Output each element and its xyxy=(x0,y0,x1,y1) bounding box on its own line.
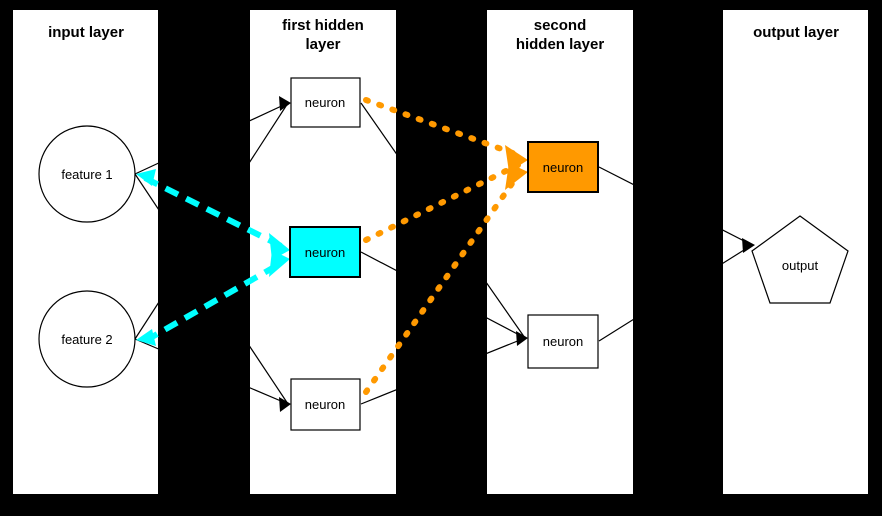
node-hidden1-top[interactable]: neuron xyxy=(290,77,361,128)
edge-orange-h1c-h2a xyxy=(363,172,521,395)
hidden1-top-label: neuron xyxy=(305,95,345,110)
edge-cyan-feature2-h1b xyxy=(143,259,285,344)
edge-orange-h1a-h2a xyxy=(363,97,521,158)
hidden1-middle-box[interactable] xyxy=(289,226,361,278)
node-feature-1[interactable]: feature 1 xyxy=(38,125,136,223)
output-pentagon[interactable] xyxy=(751,215,849,304)
arrowhead-h2b-in xyxy=(516,331,528,346)
layer-edges-cyan xyxy=(136,169,290,346)
panel-hidden2 xyxy=(487,10,633,494)
panel-input xyxy=(13,10,158,494)
title-hidden1-line2: layer xyxy=(305,36,340,53)
title-hidden1-line1: first hidden xyxy=(282,17,364,34)
node-output[interactable]: output xyxy=(751,215,849,304)
hidden2-bottom-label: neuron xyxy=(543,334,583,349)
hidden1-top-box[interactable] xyxy=(290,77,361,128)
edge-orange-h1b-h2a xyxy=(363,162,521,243)
arrowhead-cyan-h1b-bottom xyxy=(269,250,290,277)
arrowhead-cyan-feature1 xyxy=(136,169,156,186)
title-hidden2-line2: hidden layer xyxy=(516,36,605,53)
layer-edges-orange xyxy=(363,97,528,395)
title-hidden2-line1: second xyxy=(534,17,587,34)
hidden1-bottom-box[interactable] xyxy=(290,378,361,431)
feature-1-circle[interactable] xyxy=(38,125,136,223)
node-hidden2-top-highlighted[interactable]: neuron xyxy=(527,141,599,193)
output-label: output xyxy=(782,258,819,273)
arrowhead-output-in xyxy=(742,238,755,253)
title-input-layer: input layer xyxy=(48,24,124,41)
node-hidden2-bottom[interactable]: neuron xyxy=(527,314,599,369)
layer-nodes: feature 1 feature 2 neuron neuron neuron… xyxy=(38,77,849,431)
hidden2-top-label: neuron xyxy=(543,160,583,175)
hidden2-bottom-box[interactable] xyxy=(527,314,599,369)
hidden1-middle-label: neuron xyxy=(305,245,345,260)
arrowhead-h1a-in xyxy=(279,96,291,111)
feature-2-circle[interactable] xyxy=(38,290,136,388)
hidden1-bottom-label: neuron xyxy=(305,397,345,412)
node-hidden1-middle-highlighted[interactable]: neuron xyxy=(289,226,361,278)
arrowhead-h1c-in xyxy=(279,397,291,412)
feature-2-label: feature 2 xyxy=(61,332,112,347)
node-feature-2[interactable]: feature 2 xyxy=(38,290,136,388)
title-output-layer: output layer xyxy=(753,24,839,41)
feature-1-label: feature 1 xyxy=(61,167,112,182)
arrowhead-cyan-feature2 xyxy=(136,329,156,346)
edge-cyan-feature1-h1b xyxy=(143,175,285,250)
hidden2-top-box[interactable] xyxy=(527,141,599,193)
layer-edges-plain xyxy=(134,96,755,412)
arrowhead-orange-h2a-bottom xyxy=(505,163,528,190)
node-hidden1-bottom[interactable]: neuron xyxy=(290,378,361,431)
layer-titles: input layer first hidden layer second hi… xyxy=(48,17,839,53)
